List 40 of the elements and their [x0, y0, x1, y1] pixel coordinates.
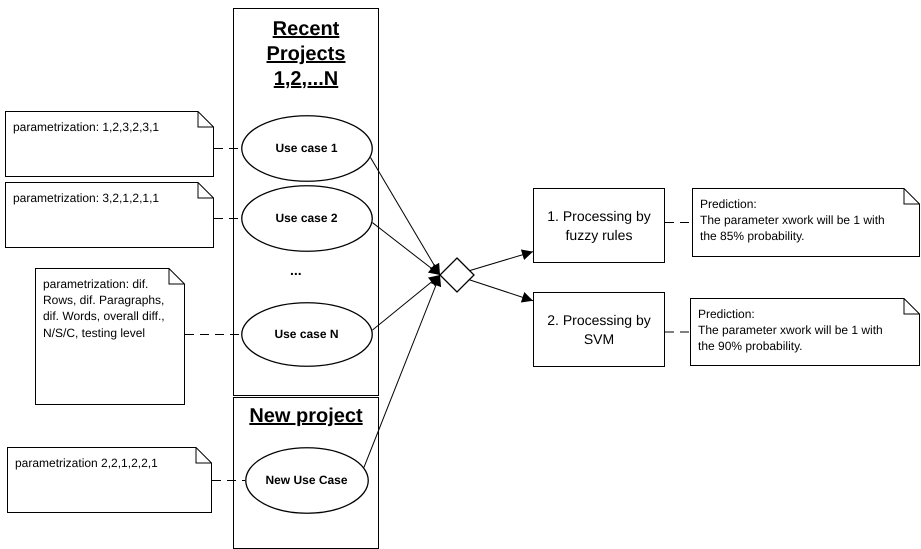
- note-box: [35, 268, 185, 405]
- note-text: parametrization: 1,2,3,2,3,1: [13, 119, 160, 136]
- note-text: The parameter xwork will be 1 with the 90% probability.: [698, 322, 884, 355]
- dashed-connector: [184, 334, 242, 335]
- swimlane-panel: [233, 8, 379, 396]
- use-case-ellipse: [240, 184, 372, 252]
- node-label: 1. Processing by fuzzy rules: [546, 207, 652, 244]
- arrow: [363, 274, 442, 468]
- note-text: parametrization 2,2,1,2,2,1: [15, 455, 159, 472]
- note-box: [692, 188, 920, 257]
- process-box: [533, 188, 665, 263]
- node-label: Use case 2: [275, 211, 338, 225]
- note-text: parametrization: 3,2,1,2,1,1: [13, 190, 160, 206]
- node-label: Use case N: [274, 327, 339, 341]
- use-case-ellipse: [244, 446, 368, 514]
- decision-diamond: [440, 258, 474, 292]
- process-box: [533, 292, 665, 367]
- use-case-ellipse: [240, 302, 372, 366]
- note-box: [690, 298, 920, 366]
- note-text: parametrization: dif. Rows, dif. Paragraphs, dif. Words, overall diff., N/S/C, testing level: [43, 276, 166, 341]
- node-label: Use case 1: [275, 141, 338, 155]
- note-text: Prediction:: [698, 306, 756, 322]
- arrow: [372, 274, 440, 331]
- swimlane-panel: [233, 397, 379, 549]
- ellipsis-label: ...: [290, 262, 302, 278]
- note-box: [5, 111, 214, 177]
- use-case-ellipse: [240, 114, 372, 182]
- panel-heading: New project: [248, 404, 364, 429]
- note-text: The parameter xwork will be 1 with the 85% probability.: [700, 212, 886, 245]
- note-box: [7, 447, 212, 513]
- arrow: [370, 157, 440, 276]
- note-text: Prediction:: [700, 196, 758, 212]
- panel-heading: Recent Projects 1,2,...N: [266, 17, 346, 92]
- arrow: [372, 222, 440, 276]
- node-label: New Use Case: [265, 473, 348, 487]
- node-label: 2. Processing by SVM: [546, 311, 652, 348]
- note-box: [5, 182, 214, 248]
- dashed-connector: [212, 480, 246, 481]
- arrow: [468, 279, 534, 302]
- arrow: [469, 250, 534, 272]
